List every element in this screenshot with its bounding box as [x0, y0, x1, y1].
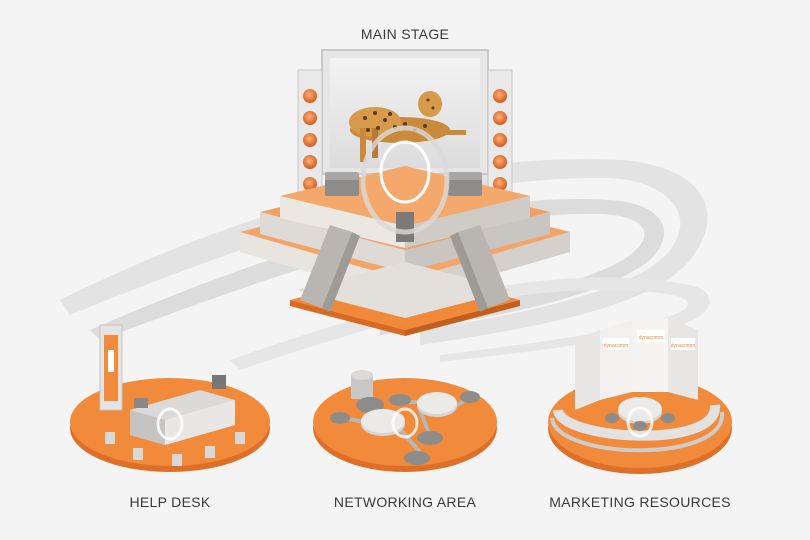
marketing-resources-label[interactable]: MARKETING RESOURCES: [549, 494, 731, 510]
main-stage-label[interactable]: MAIN STAGE: [360, 26, 450, 42]
speaker-left: [297, 69, 323, 199]
speaker-right: [487, 69, 513, 199]
help-desk-label[interactable]: HELP DESK: [129, 494, 211, 510]
booth-brand-1: dynacomm: [604, 343, 628, 349]
main-stage-hotspot[interactable]: [235, 20, 575, 340]
stage-stairs-left: [300, 225, 360, 312]
networking-area-label[interactable]: NETWORKING AREA: [333, 494, 477, 510]
networking-area-illustration: [313, 370, 497, 472]
booth-brand-2: dynacomm: [639, 335, 663, 341]
help-desk-illustration: [70, 324, 270, 472]
marketing-resources-illustration: [548, 318, 732, 474]
help-desk-hotspot[interactable]: [60, 320, 280, 520]
booth-brand-3: dynacomm: [671, 343, 695, 349]
stage-stairs-right: [450, 225, 510, 312]
marketing-resources-hotspot[interactable]: [540, 310, 740, 520]
main-stage-illustration: [240, 49, 570, 336]
